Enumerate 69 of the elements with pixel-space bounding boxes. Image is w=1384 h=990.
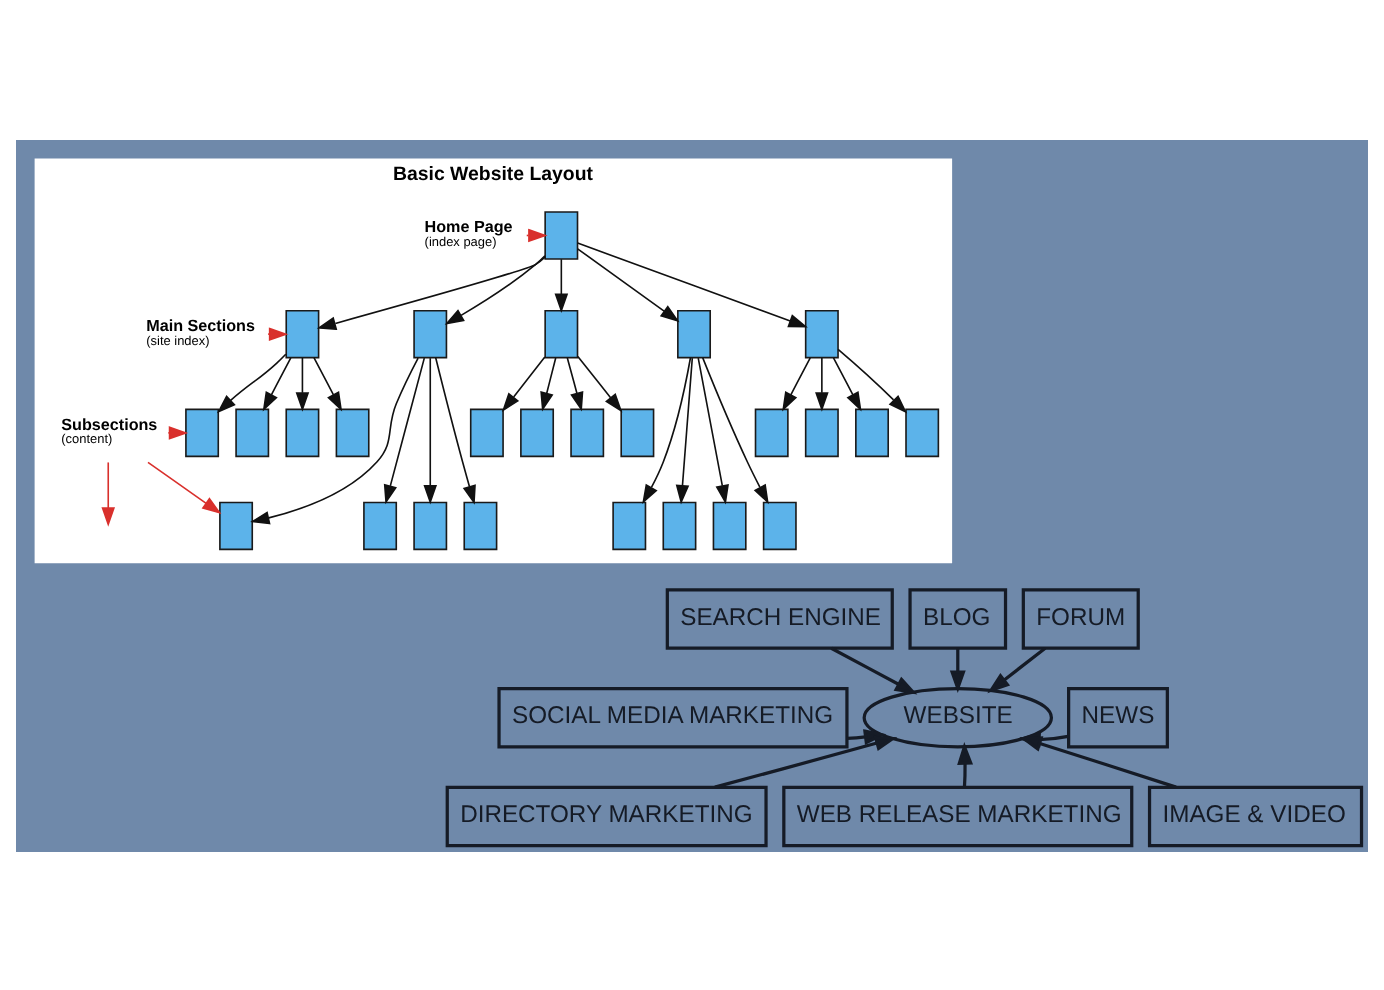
arrow xyxy=(846,728,887,744)
node-box xyxy=(219,500,254,550)
node-box xyxy=(413,308,448,358)
arrow xyxy=(576,247,680,322)
arrow xyxy=(383,356,426,504)
node-box xyxy=(612,500,647,550)
arrow xyxy=(216,352,287,413)
node-box xyxy=(712,500,747,550)
node-box: IMAGE & VIDEO xyxy=(1147,784,1364,847)
arrow xyxy=(167,425,189,439)
arrow xyxy=(815,356,829,411)
node-box xyxy=(662,500,697,550)
node-box xyxy=(469,407,504,457)
node-box xyxy=(285,308,320,358)
node-box xyxy=(463,500,498,550)
arrow xyxy=(540,356,557,411)
arrow xyxy=(101,460,116,526)
arrow xyxy=(250,356,419,524)
arrow xyxy=(714,734,898,788)
node-box: DIRECTORY MARKETING xyxy=(445,784,768,847)
node-box xyxy=(413,500,448,550)
arrow xyxy=(554,257,569,312)
arrow xyxy=(642,355,692,504)
node-box xyxy=(762,500,797,550)
arrow xyxy=(295,356,310,411)
node-box xyxy=(570,407,605,457)
arrow xyxy=(957,741,974,786)
arrow xyxy=(566,356,584,411)
node-box: FORUM xyxy=(1021,587,1140,649)
node-box xyxy=(804,308,839,358)
node-box xyxy=(804,407,839,457)
arrow xyxy=(782,356,812,411)
arrow xyxy=(837,347,908,413)
arrow xyxy=(675,356,694,504)
arrow xyxy=(434,355,476,504)
node-box xyxy=(363,500,398,550)
node-box: SOCIAL MEDIA MARKETING xyxy=(497,685,849,748)
node-box: SEARCH ENGINE xyxy=(665,587,894,649)
node-box xyxy=(855,407,889,457)
arrow xyxy=(697,356,729,504)
arrow xyxy=(262,356,292,411)
arrow xyxy=(147,460,222,514)
arrow xyxy=(701,356,769,504)
node-box xyxy=(335,407,370,457)
node-box xyxy=(235,407,270,457)
arrow xyxy=(577,354,623,412)
node-box xyxy=(185,407,220,457)
arrow xyxy=(267,326,289,340)
node-box: BLOG xyxy=(908,587,1008,649)
arrow xyxy=(576,241,808,327)
node-box xyxy=(285,407,320,457)
arrow xyxy=(501,355,546,412)
node-box xyxy=(544,308,579,358)
node-box xyxy=(905,407,940,457)
arrow xyxy=(832,356,862,411)
node-box: NEWS xyxy=(1067,685,1169,748)
arrow xyxy=(987,645,1047,693)
arrow xyxy=(949,647,966,693)
arrow xyxy=(1019,735,1177,788)
node-box xyxy=(620,407,655,457)
node-box xyxy=(754,407,789,457)
arrow xyxy=(316,255,546,329)
arrow xyxy=(313,356,343,411)
node-box xyxy=(520,407,555,457)
arrow xyxy=(444,253,546,324)
node-box xyxy=(544,210,579,259)
node-box: WEB RELEASE MARKETING xyxy=(782,784,1134,847)
arrow xyxy=(423,356,438,504)
node-box xyxy=(677,308,711,358)
